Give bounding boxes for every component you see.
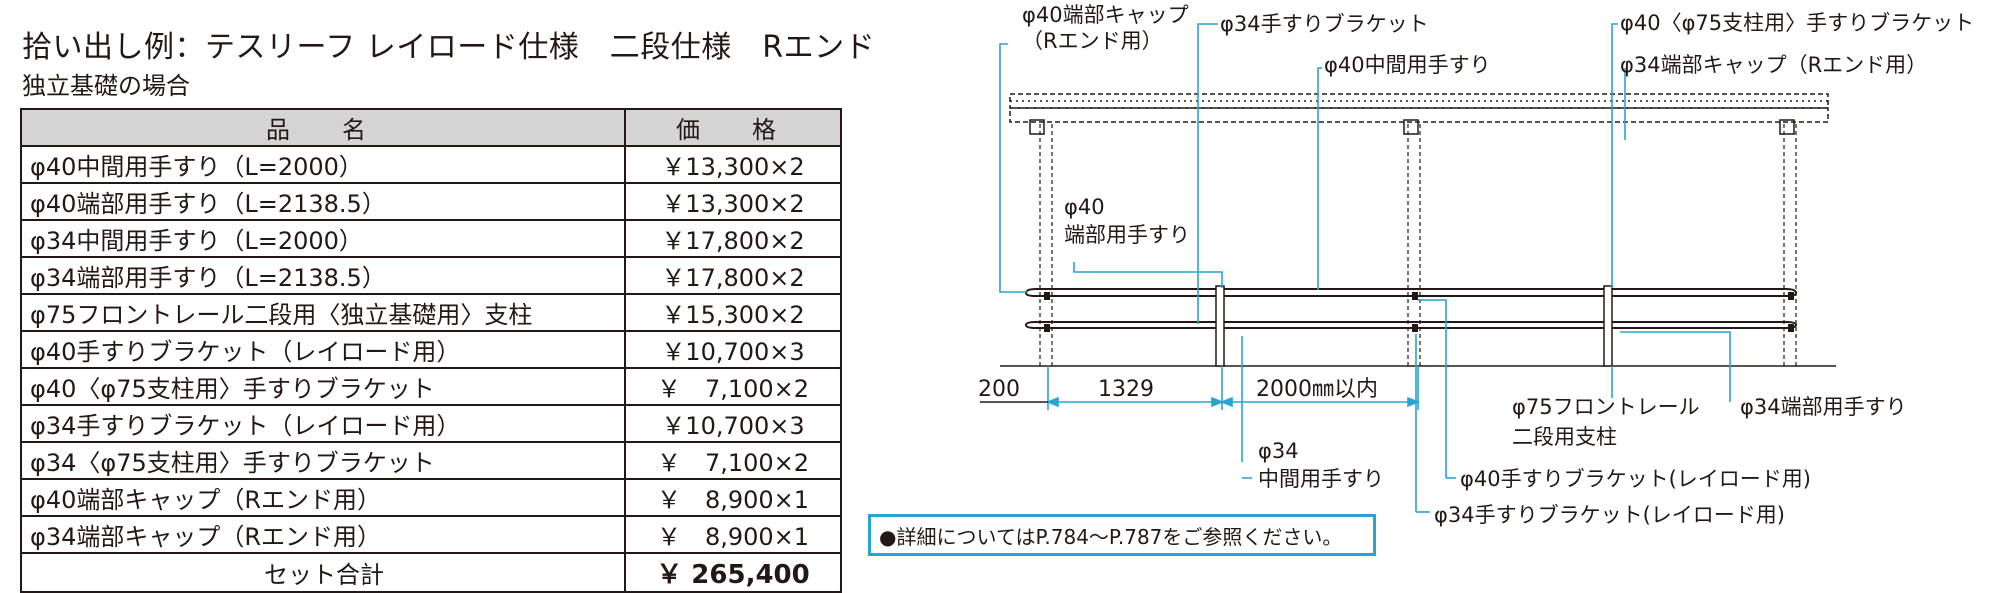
- dimension-200: 200: [978, 377, 1020, 402]
- dimension-1329: 1329: [1098, 377, 1154, 402]
- item-name: φ40端部用手すり（L=2138.5）: [20, 182, 626, 221]
- page-title: 拾い出し例：テスリーフ レイロード仕様 二段仕様 Rエンド: [22, 30, 876, 65]
- table-row: φ40端部用手すり（L=2138.5）￥13,300×2: [20, 182, 842, 221]
- item-price: ￥13,300×2: [624, 182, 842, 221]
- upper-handrail: [1024, 288, 1798, 297]
- brackets: [1044, 292, 1794, 332]
- item-price: ￥13,300×2: [624, 145, 842, 184]
- label-cap40-line1: φ40端部キャップ: [1022, 3, 1189, 27]
- item-name: φ40中間用手すり（L=2000）: [20, 145, 626, 184]
- table-row: φ40〈φ75支柱用〉手すりブラケット￥ 7,100×2: [20, 367, 842, 406]
- table-row: φ34〈φ75支柱用〉手すりブラケット￥ 7,100×2: [20, 441, 842, 480]
- item-name: φ34〈φ75支柱用〉手すりブラケット: [20, 441, 626, 480]
- item-price: ￥ 7,100×2: [624, 367, 842, 406]
- table-total-row: セット合計￥ 265,400: [20, 552, 842, 593]
- item-price: ￥10,700×3: [624, 404, 842, 443]
- total-label: セット合計: [20, 552, 626, 593]
- item-price: ￥ 7,100×2: [624, 441, 842, 480]
- table-row: φ34手すりブラケット（レイロード用）￥10,700×3: [20, 404, 842, 443]
- label-mid34-line2: 中間用手すり: [1258, 467, 1384, 491]
- item-name: φ40〈φ75支柱用〉手すりブラケット: [20, 367, 626, 406]
- background-posts: [1039, 124, 1797, 366]
- column-header-price: 価 格: [624, 108, 842, 147]
- item-name: φ75フロントレール二段用〈独立基礎用〉支柱: [20, 293, 626, 332]
- leader-lines: [999, 23, 1731, 513]
- item-name: φ34中間用手すり（L=2000）: [20, 219, 626, 258]
- item-name: φ34端部キャップ（Rエンド用）: [20, 515, 626, 554]
- price-table: 品 名 価 格 φ40中間用手すり（L=2000）￥13,300×2 φ40端部…: [20, 108, 842, 593]
- table-row: φ34端部キャップ（Rエンド用）￥ 8,900×1: [20, 515, 842, 554]
- label-end34: φ34端部用手すり: [1740, 395, 1907, 419]
- label-post75-line1: φ75フロントレール: [1512, 395, 1700, 419]
- label-mid40: φ40中間用手すり: [1324, 53, 1491, 77]
- table-row: φ40手すりブラケット（レイロード用）￥10,700×3: [20, 330, 842, 369]
- column-header-name: 品 名: [20, 108, 626, 147]
- label-cap34: φ34端部キャップ（Rエンド用）: [1620, 53, 1927, 77]
- table-row: φ40中間用手すり（L=2000）￥13,300×2: [20, 145, 842, 184]
- item-price: ￥15,300×2: [624, 293, 842, 332]
- table-row: φ34中間用手すり（L=2000）￥17,800×2: [20, 219, 842, 258]
- item-price: ￥10,700×3: [624, 330, 842, 369]
- item-name: φ40手すりブラケット（レイロード用）: [20, 330, 626, 369]
- label-cap40-line2: （Rエンド用）: [1022, 29, 1163, 53]
- label-end40-line2: 端部用手すり: [1064, 223, 1190, 247]
- label-bracket40-75: φ40〈φ75支柱用〉手すりブラケット: [1620, 11, 1974, 35]
- table-row: φ34端部用手すり（L=2138.5）￥17,800×2: [20, 256, 842, 295]
- item-price: ￥ 8,900×1: [624, 515, 842, 554]
- dimension-lines: [1045, 366, 1421, 410]
- label-bracket34-top: φ34手すりブラケット: [1220, 12, 1429, 36]
- dimension-2000: 2000㎜以内: [1256, 377, 1378, 402]
- label-mid34-line1: φ34: [1258, 439, 1299, 463]
- lower-handrail: [1024, 321, 1798, 329]
- table-row: φ75フロントレール二段用〈独立基礎用〉支柱￥15,300×2: [20, 293, 842, 332]
- label-end40-line1: φ40: [1064, 195, 1105, 219]
- page-subtitle: 独立基礎の場合: [22, 72, 190, 100]
- label-bracket40-ray: φ40手すりブラケット(レイロード用): [1460, 467, 1811, 491]
- table-row: φ40端部キャップ（Rエンド用）￥ 8,900×1: [20, 478, 842, 517]
- item-price: ￥ 8,900×1: [624, 478, 842, 517]
- item-name: φ34手すりブラケット（レイロード用）: [20, 404, 626, 443]
- table-header-row: 品 名 価 格: [20, 108, 842, 147]
- reference-note: ●詳細についてはP.784〜P.787をご参照ください。: [868, 514, 1376, 556]
- item-name: φ34端部用手すり（L=2138.5）: [20, 256, 626, 295]
- total-value: ￥ 265,400: [624, 552, 842, 593]
- item-name: φ40端部キャップ（Rエンド用）: [20, 478, 626, 517]
- top-rail: [1009, 93, 1829, 135]
- post-75: [1215, 285, 1613, 367]
- label-post75-line2: 二段用支柱: [1512, 425, 1617, 449]
- item-price: ￥17,800×2: [624, 256, 842, 295]
- item-price: ￥17,800×2: [624, 219, 842, 258]
- label-bracket34-ray: φ34手すりブラケット(レイロード用): [1434, 503, 1785, 527]
